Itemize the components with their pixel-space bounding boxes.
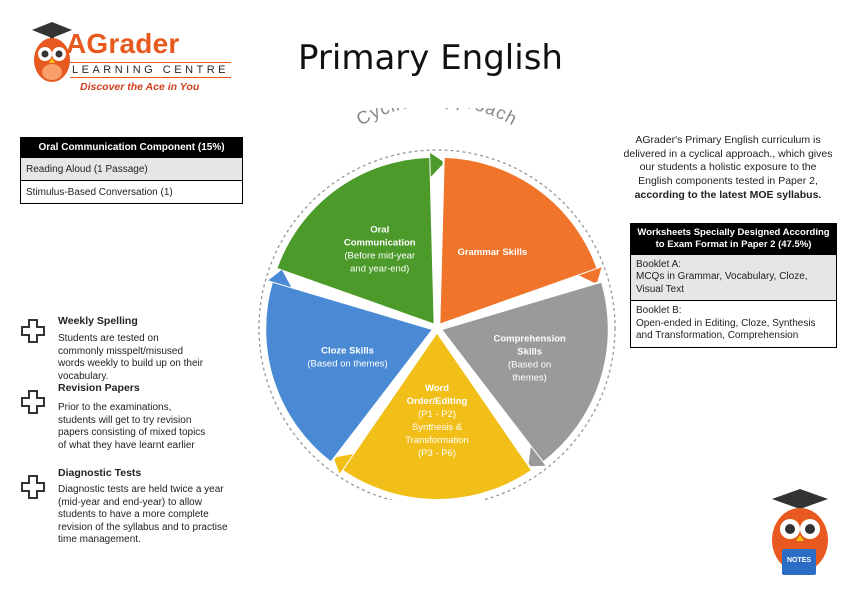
page-title: Primary English — [298, 38, 563, 78]
feature-line: students to have a more complete — [58, 509, 209, 520]
arrow-icon — [528, 446, 546, 467]
table-row: Booklet B: Open-ended in Editing, Cloze,… — [630, 300, 837, 348]
segment-label: Oral — [370, 225, 389, 236]
intro-paragraph: AGrader's Primary English curriculum is … — [623, 134, 833, 202]
feature-text: Diagnostic tests are held twice a year (… — [58, 484, 283, 547]
segment-label: themes) — [513, 373, 547, 384]
feature-title: Weekly Spelling — [58, 315, 138, 327]
feature-line: Students are tested on — [58, 333, 159, 344]
wheel-title: Cyclical Approach — [353, 108, 521, 129]
segment-comprehension — [439, 280, 610, 464]
arrow-icon — [578, 267, 602, 284]
booklet-body: Open-ended in Editing, Cloze, Synthesis … — [636, 317, 816, 342]
segment-cloze — [264, 280, 435, 464]
feature-line: of what they have learnt earlier — [58, 439, 195, 451]
brand-subtitle: LEARNING CENTRE — [70, 62, 232, 78]
owl-logo-icon — [32, 22, 72, 82]
segment-label: (Based on — [508, 360, 551, 371]
segment-label: (P1 - P2) — [418, 409, 456, 420]
plus-icon — [21, 475, 45, 499]
worksheet-table: Worksheets Specially Designed According … — [630, 223, 837, 348]
brand-tagline: Discover the Ace in You — [80, 81, 200, 93]
arrow-icon — [268, 269, 292, 288]
feature-line: papers consisting of mixed topics — [58, 427, 206, 438]
feature-line: words weekly to build up on their — [58, 358, 204, 369]
segment-label: (P3 - P6) — [418, 448, 456, 459]
brand-name: AGrader — [66, 28, 180, 59]
table-row: Reading Aloud (1 Passage) — [20, 157, 243, 181]
segment-label: Comprehension — [494, 334, 567, 345]
plus-icon — [21, 319, 45, 343]
segment-label: Skills — [517, 347, 542, 358]
notes-badge: NOTES — [787, 557, 811, 564]
segment-word-order — [340, 330, 534, 500]
table-row: Booklet A: MCQs in Grammar, Vocabulary, … — [630, 253, 837, 302]
segment-label: Grammar Skills — [457, 247, 527, 258]
feature-line: Diagnostic tests are held twice a year — [58, 484, 224, 495]
feature-line: vocabulary. — [58, 370, 109, 382]
booklet-body: MCQs in Grammar, Vocabulary, Cloze, Visu… — [636, 271, 808, 295]
table-header: Worksheets Specially Designed According … — [630, 223, 837, 255]
table-row: Stimulus-Based Conversation (1) — [20, 180, 243, 204]
table-header: Oral Communication Component (15%) — [20, 137, 243, 158]
feature-text: Prior to the examinations, students will… — [58, 402, 278, 452]
feature-line: Prior to the examinations, — [58, 402, 172, 413]
feature-text: Students are tested on commonly misspelt… — [58, 333, 278, 383]
segment-label: (Based on themes) — [307, 359, 387, 370]
segment-label: Transformation — [405, 435, 469, 446]
segment-grammar — [438, 155, 599, 327]
segment-label: Order/Editing — [407, 396, 468, 407]
owl-mascot-icon: NOTES — [772, 489, 828, 575]
segment-label: and year-end) — [350, 264, 409, 275]
feature-line: commonly misspelt/misused — [58, 345, 184, 357]
oral-communication-table: Oral Communication Component (15%) Readi… — [20, 137, 243, 204]
arrow-icon — [333, 453, 354, 474]
segment-label: Synthesis & — [412, 422, 463, 433]
feature-line: time management. — [58, 534, 141, 545]
segment-label: (Before mid-year — [344, 251, 415, 262]
feature-line: revision of the syllabus and to practise — [58, 521, 228, 533]
feature-line: students will get to try revision — [58, 414, 192, 426]
feature-title: Revision Papers — [58, 382, 140, 394]
segment-oral — [275, 155, 436, 327]
segment-label: Cloze Skills — [321, 346, 374, 357]
arrow-icon — [430, 152, 445, 177]
segment-label: Word — [425, 383, 449, 394]
intro-text: AGrader's Primary English curriculum is … — [623, 134, 833, 187]
feature-title: Diagnostic Tests — [58, 467, 142, 479]
plus-icon — [21, 390, 45, 414]
booklet-title: Booklet A: — [636, 258, 682, 270]
segment-label: Communication — [344, 238, 416, 249]
feature-line: (mid-year and end-year) to allow — [58, 496, 202, 508]
booklet-title: Booklet B: — [636, 305, 682, 317]
intro-bold-text: according to the latest MOE syllabus. — [634, 188, 822, 201]
dashed-ring — [258, 149, 616, 500]
